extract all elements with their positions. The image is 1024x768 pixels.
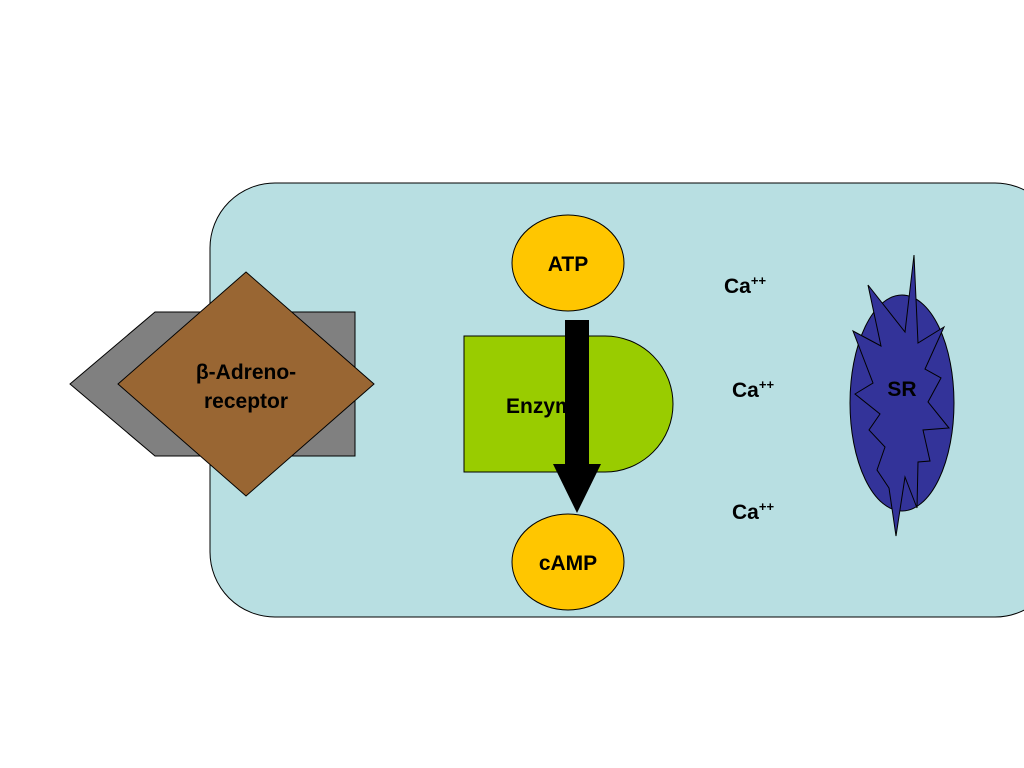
beta-adrenoreceptor xyxy=(117,271,375,497)
atp-molecule xyxy=(511,214,625,312)
calcium-ion-2: Ca++ xyxy=(732,377,774,402)
atp-label: ATP xyxy=(548,253,588,276)
camp-label: cAMP xyxy=(539,552,597,575)
calcium-ion-1-charge: ++ xyxy=(751,273,767,288)
sr-label: SR xyxy=(887,378,916,401)
receptor-label-line1: β-Adreno- xyxy=(196,361,296,384)
conversion-arrow xyxy=(553,320,601,513)
calcium-ion-3: Ca++ xyxy=(732,499,774,524)
calcium-ion-2-base: Ca xyxy=(732,379,759,402)
calcium-ion-1: Ca++ xyxy=(724,273,766,298)
calcium-ion-3-base: Ca xyxy=(732,501,759,524)
calcium-ion-2-charge: ++ xyxy=(759,377,775,392)
calcium-ion-3-charge: ++ xyxy=(759,499,775,514)
sr-burst-icon xyxy=(852,254,950,537)
receptor-label-line2: receptor xyxy=(204,390,288,413)
calcium-ion-1-base: Ca xyxy=(724,275,751,298)
camp-molecule xyxy=(511,513,625,611)
